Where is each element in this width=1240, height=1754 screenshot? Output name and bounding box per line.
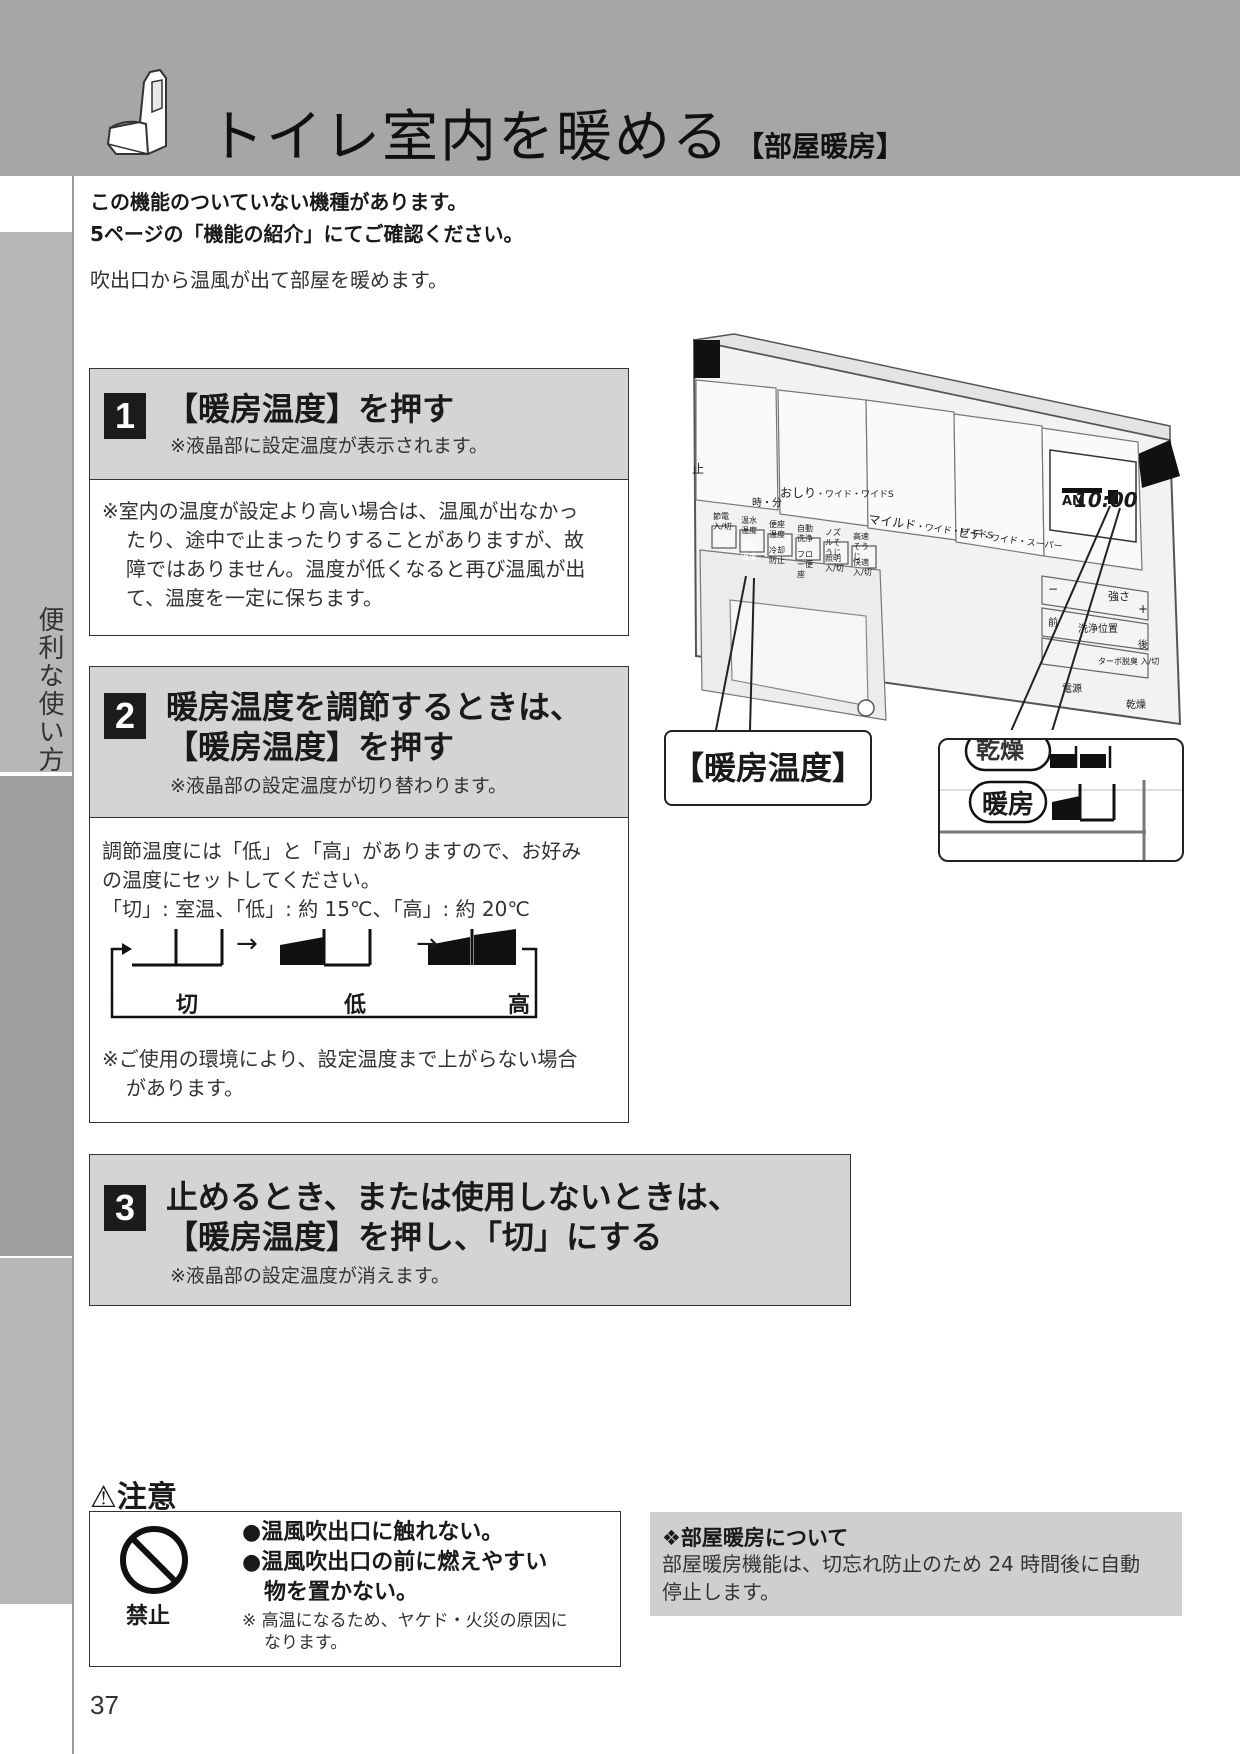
step-3-box: 3 止めるとき、または使用しないときは、 【暖房温度】を押し、「切」にする ※液… (89, 1154, 851, 1306)
sidebar-divider (72, 176, 74, 1754)
room-heat-callout: 【暖房温度】 (664, 730, 872, 806)
label-dry: 乾燥 (1126, 700, 1146, 711)
level-off-label: 切 (176, 993, 199, 1018)
lcd-time: 10:00 (1074, 488, 1138, 512)
step-number: 2 (104, 693, 146, 739)
prohibited-icon (120, 1526, 188, 1594)
label-seat-temp: 便座温度 (769, 520, 785, 539)
label-setsuden: 節電入/切 (713, 512, 732, 531)
caution-note-line: ※ 高温になるため、ヤケド・火災の原因に (242, 1611, 568, 1631)
notice-line-1: この機能のついていない機種があります。 (90, 190, 468, 214)
label-timer: 時・分 (752, 498, 782, 509)
remote-control-illustration (692, 333, 1182, 730)
note-line: て、温度を一定に保ちます。 (126, 586, 383, 610)
caution-item: ●温風吹出口の前に燃えやすい (242, 1550, 548, 1575)
zoom-heat-label: 暖房 (982, 790, 1035, 820)
about-text: 部屋暖房機能は、切忘れ防止のため 24 時間後に自動 停止します。 (662, 1550, 1140, 1606)
label-strength: 強さ (1108, 590, 1130, 603)
label-water-temp: 温水温度 (741, 516, 757, 535)
step-title-line-2: 【暖房温度】を押し、「切」にする (166, 1218, 663, 1256)
note-line: ※室内の温度が設定より高い場合は、温風が出なかっ (102, 499, 579, 523)
label-flow: フロー便座 (797, 550, 813, 579)
note-line: ※ご使用の環境により、設定温度まで上がらない場合 (102, 1047, 578, 1071)
label-nozzle-pos: 洗浄位置 (1078, 624, 1118, 635)
sidebar-tab-active (0, 776, 72, 1256)
toilet-icon (106, 68, 167, 155)
label-room-heat-button: 暖房温度 (741, 542, 757, 561)
level-low-indicator (280, 929, 372, 967)
page-subtitle: 【部屋暖房】 (736, 130, 905, 163)
caution-item: 物を置かない。 (264, 1580, 419, 1605)
sidebar-tab-upper (0, 232, 72, 772)
label-cool: 冷却防止 (769, 546, 785, 565)
sidebar-tab-lower (0, 1258, 72, 1604)
step-title: 【暖房温度】を押す (166, 390, 455, 428)
label-plus: + (1138, 602, 1149, 616)
level-high-indicator (428, 929, 516, 965)
zoom-dry-label: 乾燥 (976, 738, 1024, 764)
label-minus: − (1048, 582, 1059, 596)
caution-box: 禁止 ●温風吹出口に触れない。 ●温風吹出口の前に燃えやすい 物を置かない。 ※… (89, 1511, 621, 1667)
intro-text: 吹出口から温風が出て部屋を暖めます。 (90, 268, 448, 292)
step-1-box: 1 【暖房温度】を押す ※液晶部に設定温度が表示されます。 ※室内の温度が設定よ… (89, 368, 629, 636)
caution-note-line: なります。 (264, 1633, 348, 1653)
label-light: 照明入/切 (825, 554, 844, 573)
warning-icon: ⚠ (90, 1480, 117, 1515)
step-number: 1 (104, 393, 146, 439)
step-2-box: 2 暖房温度を調節するときは、 【暖房温度】を押す ※液晶部の設定温度が切り替わ… (89, 666, 629, 1123)
about-title: ❖部屋暖房について (662, 1526, 849, 1550)
label-power: 電源 (1062, 684, 1082, 695)
label-kotei: 高速そうじ (853, 532, 869, 561)
note-line: たり、途中で止まったりすることがありますが、故 (126, 528, 584, 552)
label-back: 後 (1138, 640, 1148, 651)
about-room-heat-box: ❖部屋暖房について 部屋暖房機能は、切忘れ防止のため 24 時間後に自動 停止し… (650, 1512, 1182, 1616)
label-oshiri: おしり・ワイド・ワイドS (780, 486, 894, 500)
label-comfort: 快適入/切 (853, 558, 872, 577)
step-1-header: 1 【暖房温度】を押す ※液晶部に設定温度が表示されます。 (90, 369, 628, 480)
step-2-note: ※ご使用の環境により、設定温度まで上がらない場合 があります。 (102, 1045, 622, 1103)
body-line: 「切」: 室温、「低」: 約 15℃、「高」: 約 20℃ (102, 897, 530, 921)
level-high-label: 高 (508, 993, 531, 1018)
step-1-note: ※室内の温度が設定より高い場合は、温風が出なかっ たり、途中で止まったりすること… (102, 497, 622, 613)
step-subtitle: ※液晶部に設定温度が表示されます。 (170, 435, 489, 457)
label-auto-wash: 自動洗浄 (797, 524, 813, 543)
label-stop: 止 (692, 462, 705, 476)
label-nozzle: ノズルそうじ (825, 528, 841, 557)
heat-level-diagram (110, 929, 538, 1019)
page-number: 37 (90, 1690, 119, 1720)
caution-item: ●温風吹出口に触れない。 (242, 1520, 504, 1545)
sidebar-tab-label: 便利な使い方 (34, 606, 64, 774)
caution-title: ⚠注意 (90, 1480, 177, 1515)
step-number: 3 (104, 1185, 146, 1231)
step-title-line-1: 暖房温度を調節するときは、 (166, 688, 583, 726)
note-line: があります。 (126, 1076, 244, 1100)
level-low-label: 低 (344, 993, 367, 1018)
page-title: トイレ室内を暖める【部屋暖房】 (208, 105, 905, 170)
about-line: 部屋暖房機能は、切忘れ防止のため 24 時間後に自動 (662, 1552, 1141, 1576)
arrow-off-to-low: → (236, 929, 258, 959)
about-line: 停止します。 (662, 1580, 780, 1604)
step-title-line-2: 【暖房温度】を押す (166, 728, 455, 766)
note-line: 障ではありません。温度が低くなると再び温風が出 (126, 557, 586, 581)
caution-note: ※ 高温になるため、ヤケド・火災の原因に なります。 (242, 1610, 568, 1654)
arrow-low-to-high: → (416, 929, 438, 959)
caution-items: ●温風吹出口に触れない。 ●温風吹出口の前に燃えやすい 物を置かない。 (242, 1518, 547, 1608)
step-title-line-1: 止めるとき、または使用しないときは、 (166, 1178, 740, 1216)
lcd-am: AM (1062, 494, 1085, 509)
step-2-body: 調節温度には「低」と「高」がありますので、お好み の温度にセットしてください。 … (102, 837, 622, 924)
label-front: 前 (1048, 618, 1058, 629)
prohibited-label: 禁止 (126, 1604, 171, 1629)
body-line: の温度にセットしてください。 (102, 868, 381, 892)
lcd-zoom-callout: 乾燥 暖房 (938, 738, 1184, 862)
body-line: 調節温度には「低」と「高」がありますので、お好み (102, 839, 582, 863)
level-off-indicator (132, 929, 224, 967)
step-subtitle: ※液晶部の設定温度が切り替わります。 (170, 775, 508, 797)
step-subtitle: ※液晶部の設定温度が消えます。 (170, 1265, 451, 1287)
lcd-zoom-graphic (940, 740, 1182, 860)
step-2-header: 2 暖房温度を調節するときは、 【暖房温度】を押す ※液晶部の設定温度が切り替わ… (90, 667, 628, 818)
notice-line-2: 5ページの「機能の紹介」にてご確認ください。 (90, 222, 524, 246)
label-turbo: ターボ脱臭 入/切 (1098, 657, 1160, 666)
page-header (0, 0, 1240, 176)
